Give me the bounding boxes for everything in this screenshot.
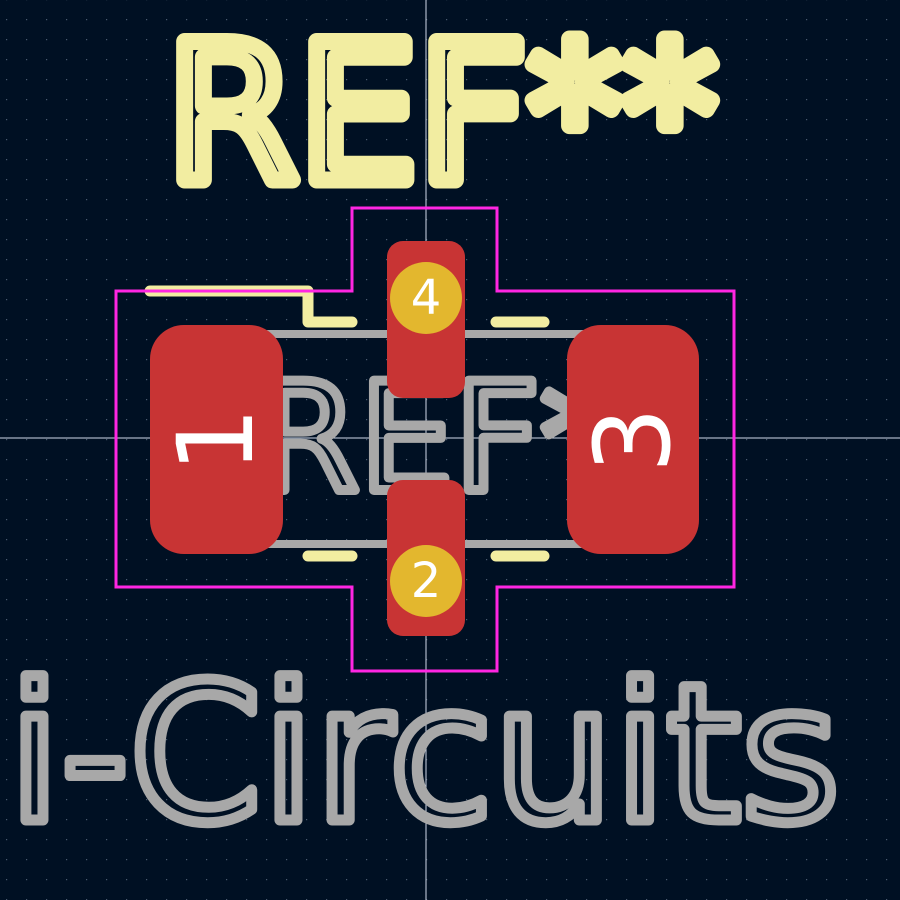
pad-3[interactable]: 3 xyxy=(567,325,699,554)
pad-2-hole xyxy=(390,545,462,617)
pad-3-number: 3 xyxy=(572,407,694,473)
courtyard-outline xyxy=(114,206,736,673)
pad-1-number: 1 xyxy=(155,407,277,473)
pad-4-number: 4 xyxy=(411,270,442,326)
pad-1-copper xyxy=(150,325,283,554)
pad-2-number: 2 xyxy=(411,553,442,609)
pad-4-hole xyxy=(390,262,462,334)
reference-designator: REF** xyxy=(166,4,717,225)
pad-4[interactable]: 4 xyxy=(387,241,465,398)
pad-3-copper xyxy=(567,325,699,554)
value-label: i-Circuits xyxy=(8,644,840,865)
pad-2[interactable]: 2 xyxy=(387,480,465,636)
pad-1[interactable]: 1 xyxy=(150,325,283,554)
